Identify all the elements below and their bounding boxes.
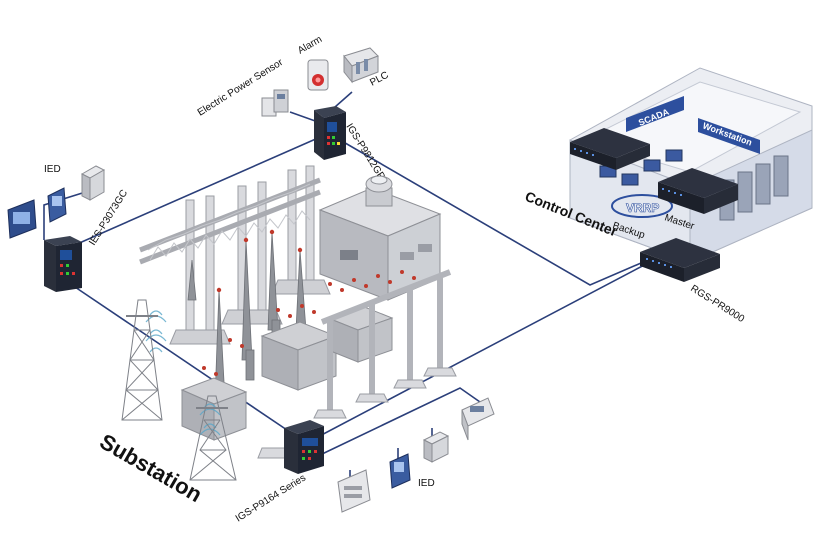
transformer-b [260, 321, 338, 391]
electric-power-sensor-device [261, 89, 289, 117]
transformer-a [180, 377, 248, 441]
ied-panel-top-mid [47, 187, 67, 223]
ies-p3073gc-switch [44, 236, 82, 292]
ied-panel-bottom-d [461, 397, 495, 441]
label-rgs-pr9000: RGS-PR9000 [688, 283, 746, 325]
label-igs-p9164: IGS-P9164 Series [234, 472, 308, 524]
label-igs-p9812gp: IGS-P9812GP [343, 122, 386, 182]
substation-structures [121, 165, 457, 481]
link-igs-bottom-to-ieds [319, 387, 481, 456]
breaker-frame [320, 269, 452, 410]
igs-p9812gp-switch [314, 106, 346, 160]
label-alarm: Alarm [296, 34, 324, 57]
network-links [43, 91, 651, 482]
transmission-tower-right [189, 395, 237, 481]
igs-p9164-switch [284, 420, 324, 474]
label-ied-bottom: IED [418, 478, 435, 489]
label-ied-top: IED [44, 164, 61, 175]
ied-panel-top-right [80, 165, 106, 201]
insulator-array [202, 229, 416, 376]
ied-panel-bottom-c [422, 431, 450, 463]
ied-panel-bottom-a [337, 469, 371, 513]
link-ies-to-igs-top [67, 137, 319, 249]
rgs-pr9000-router [640, 238, 720, 282]
link-ies-to-igs-bottom [71, 284, 291, 433]
gantry-tower-1 [169, 195, 231, 345]
link-igs-top-to-control [339, 139, 649, 286]
transmission-tower-left [121, 299, 163, 421]
link-igs-bottom-to-control [311, 261, 651, 441]
master-router [658, 168, 738, 214]
label-substation: Substation [96, 429, 207, 507]
alarm-device [307, 59, 329, 91]
ied-panel-bottom-b [389, 453, 411, 489]
gantry-lattice [147, 183, 311, 261]
control-center-room: SCADA Workstation VRRP Backup Master [569, 67, 813, 263]
label-vrrp: VRRP [626, 201, 659, 215]
backup-router [570, 128, 650, 170]
gantry-tower-2 [221, 181, 283, 325]
ied-panel-top-left [7, 199, 37, 239]
operator-monitors [599, 149, 683, 186]
vrrp-ring: VRRP [611, 194, 673, 218]
plc-device [343, 47, 379, 84]
water-tank [365, 175, 393, 207]
link-ies-to-ieds [43, 189, 93, 240]
